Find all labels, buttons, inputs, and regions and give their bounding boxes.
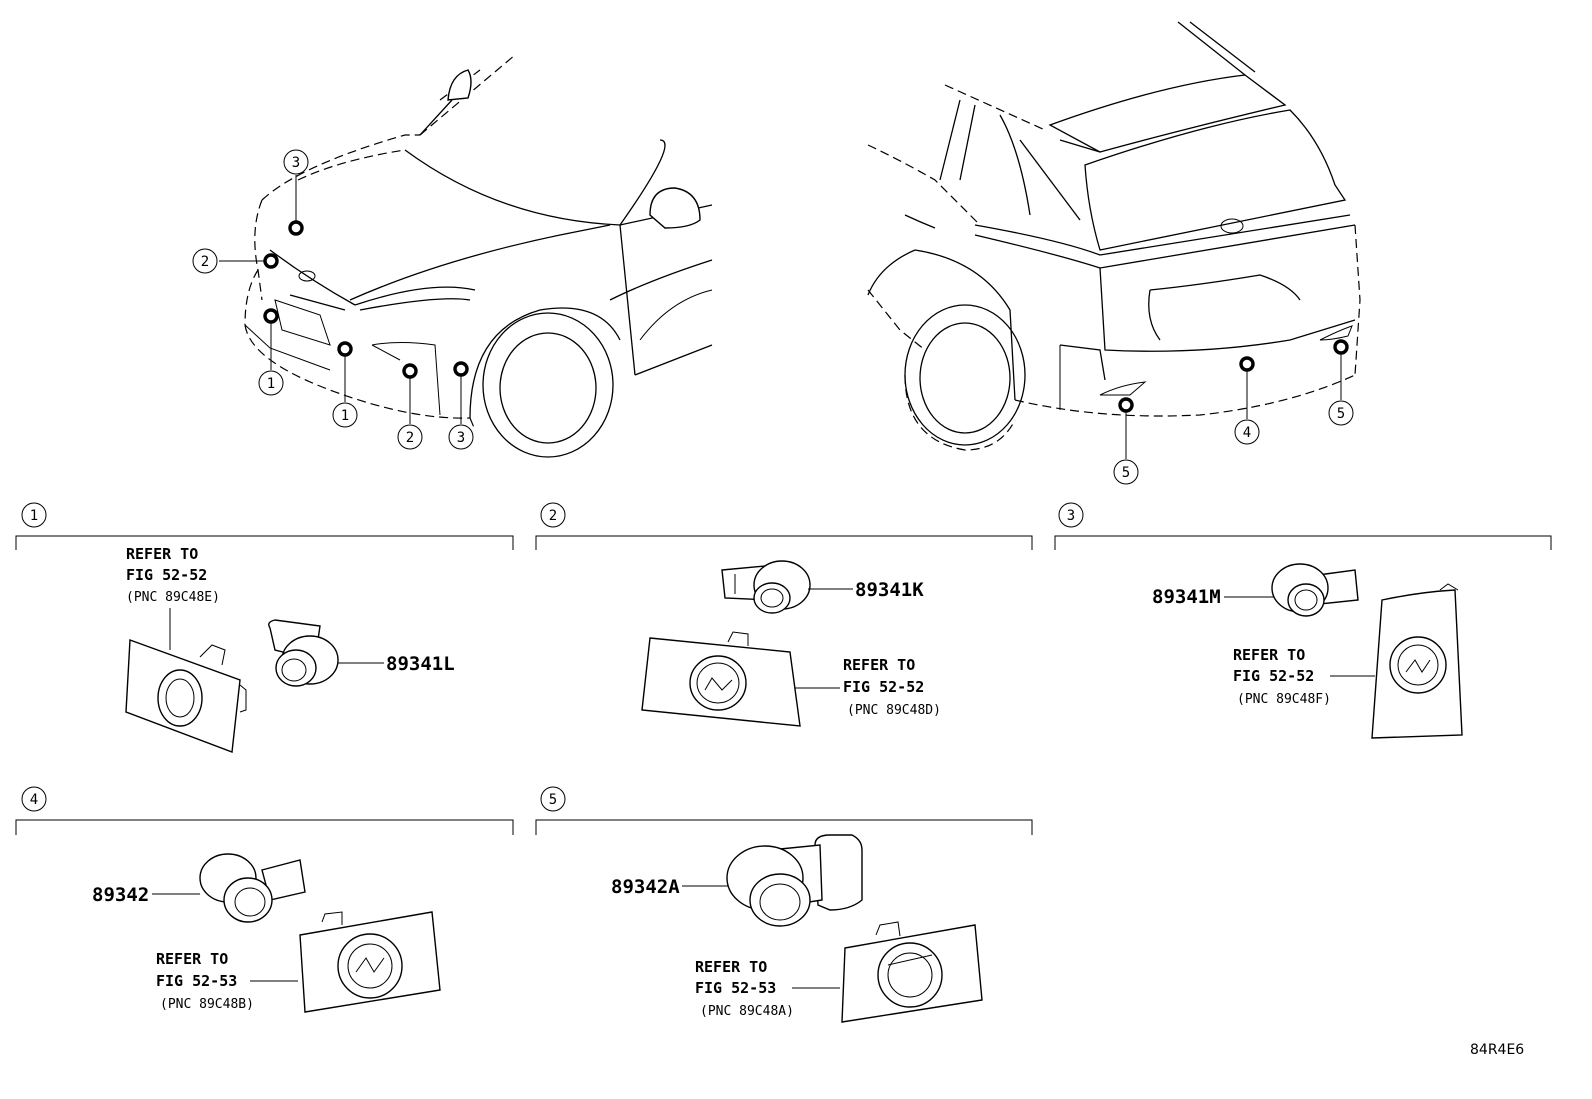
panel-1-number: 1 [30,508,38,524]
svg-text:(PNC 89C48A): (PNC 89C48A) [700,1004,794,1019]
panel-3-refer-label: REFER TO FIG 52-52 (PNC 89C48F) [1233,646,1331,707]
sensor-bracket-2 [641,631,801,727]
svg-text:FIG 52-53: FIG 52-53 [695,979,776,997]
parking-sensor-89341L [268,619,339,687]
diagram-code: 84R4E6 [1470,1042,1524,1058]
svg-text:(PNC 89C48E): (PNC 89C48E) [126,590,220,605]
svg-text:1: 1 [341,408,349,424]
panel-1: 1 REFER TO FIG 52-52 (PNC 89C48E) 89341L [15,502,514,753]
part-number-89342A: 89342A [611,876,680,898]
panel-2: 2 89341K REFER TO FIG 52-52 (PNC 89C48D) [535,502,1033,727]
panel-2-refer-label: REFER TO FIG 52-52 (PNC 89C48D) [843,656,941,718]
front-vehicle-view: 3 2 1 1 2 3 [192,54,713,458]
parking-sensor-89342 [199,853,306,923]
svg-text:5: 5 [1122,465,1130,481]
svg-text:5: 5 [1337,406,1345,422]
part-number-89341L: 89341L [386,653,455,675]
svg-text:2: 2 [201,254,209,270]
svg-text:REFER TO: REFER TO [126,545,198,563]
callout-5-left: 5 [1113,459,1139,485]
panel-3-number: 3 [1067,508,1075,524]
svg-text:1: 1 [267,376,275,392]
parking-sensor-89342A [726,834,863,927]
svg-text:2: 2 [406,430,414,446]
callout-4-center: 4 [1234,419,1260,445]
callout-2-upper: 2 [192,248,218,274]
callout-3-lower: 3 [448,424,474,450]
svg-text:3: 3 [292,155,300,171]
svg-text:(PNC 89C48F): (PNC 89C48F) [1237,692,1331,707]
svg-text:REFER TO: REFER TO [156,950,228,968]
parking-sensor-89341M [1271,563,1359,617]
svg-text:4: 4 [1243,425,1251,441]
panel-1-refer-label: REFER TO FIG 52-52 (PNC 89C48E) [126,545,220,605]
svg-text:(PNC 89C48B): (PNC 89C48B) [160,997,254,1012]
svg-text:3: 3 [457,430,465,446]
svg-text:FIG 52-52: FIG 52-52 [1233,667,1314,685]
panel-3: 3 89341M REFER TO FIG 52-52 (PNC 89C48F) [1054,502,1552,739]
callout-1-left: 1 [258,370,284,396]
panel-2-number: 2 [549,508,557,524]
svg-text:(PNC 89C48D): (PNC 89C48D) [847,703,941,718]
svg-text:REFER TO: REFER TO [695,958,767,976]
callout-2-lower: 2 [397,424,423,450]
panel-5: 5 89342A REFER TO FIG 52-53 (PNC 89C48A) [535,786,1033,1023]
svg-text:FIG 52-52: FIG 52-52 [126,566,207,584]
svg-text:FIG 52-52: FIG 52-52 [843,678,924,696]
rear-vehicle-view: 5 4 5 [867,21,1361,485]
panel-4: 4 89342 REFER TO FIG 52-53 (PNC 89C48B) [15,786,514,1013]
panel-5-number: 5 [549,792,557,808]
callout-5-right: 5 [1328,400,1354,426]
sensor-bracket-5 [841,921,983,1023]
callout-1-center: 1 [332,402,358,428]
svg-text:REFER TO: REFER TO [1233,646,1305,664]
part-number-89341M: 89341M [1152,586,1221,608]
part-number-89342: 89342 [92,884,149,906]
panel-5-refer-label: REFER TO FIG 52-53 (PNC 89C48A) [695,958,794,1019]
panel-4-refer-label: REFER TO FIG 52-53 (PNC 89C48B) [156,950,254,1012]
svg-text:FIG 52-53: FIG 52-53 [156,972,237,990]
panel-4-number: 4 [30,792,38,808]
parking-sensor-89341K [721,560,811,614]
part-number-89341K: 89341K [855,579,924,601]
svg-text:REFER TO: REFER TO [843,656,915,674]
callout-3-hood: 3 [283,149,309,175]
sensor-bracket-3 [1371,583,1463,739]
sensor-bracket-4 [299,911,441,1013]
sensor-bracket-1 [125,639,247,753]
